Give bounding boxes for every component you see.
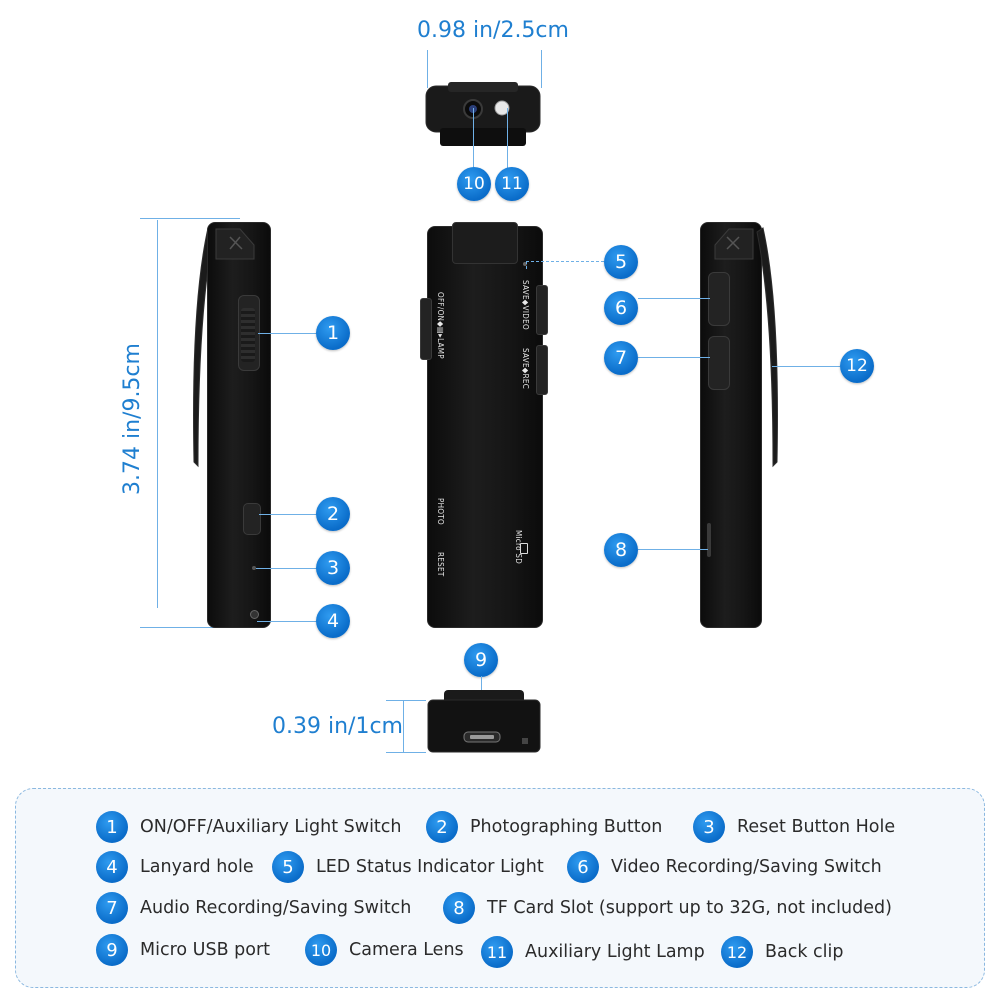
callout-7: 7 <box>604 341 638 375</box>
legend-badge: 1 <box>96 811 128 843</box>
left-side-body <box>207 222 271 628</box>
callout-6: 6 <box>604 291 638 325</box>
leader-6 <box>638 298 710 299</box>
height-dimension-label: 3.74 in/9.5cm <box>120 343 145 495</box>
legend-badge: 12 <box>721 936 753 968</box>
power-switch-grip <box>241 308 255 362</box>
legend-text: LED Status Indicator Light <box>316 857 544 877</box>
legend-text: Reset Button Hole <box>737 817 896 837</box>
depth-dimension-label: 0.39 in/1cm <box>272 714 403 739</box>
front-switch-left <box>420 298 432 360</box>
legend-text: TF Card Slot (support up to 32G, not inc… <box>487 898 892 918</box>
legend-item-2: 2 Photographing Button <box>426 810 662 844</box>
leader-8 <box>638 549 708 550</box>
depth-guide <box>403 700 404 752</box>
callout-3: 3 <box>316 551 350 585</box>
legend-text: Back clip <box>765 942 844 962</box>
legend-item-8: 8 TF Card Slot (support up to 32G, not i… <box>443 891 892 925</box>
callout-10: 10 <box>457 167 491 201</box>
leader-5 <box>526 261 604 262</box>
depth-guide-bottom <box>386 752 426 753</box>
legend-panel: 1 ON/OFF/Auxiliary Light Switch 2 Photog… <box>15 788 985 988</box>
legend-badge: 10 <box>305 934 337 966</box>
leader-3 <box>256 568 317 569</box>
legend-item-6: 6 Video Recording/Saving Switch <box>567 850 882 884</box>
video-switch-side <box>708 272 730 326</box>
leader-5-drop <box>526 261 527 269</box>
leader-2 <box>259 514 317 515</box>
legend-badge: 3 <box>693 811 725 843</box>
width-dimension-label: 0.98 in/2.5cm <box>417 18 569 43</box>
depth-guide-top <box>386 700 426 701</box>
legend-badge: 5 <box>272 851 304 883</box>
legend-badge: 6 <box>567 851 599 883</box>
lanyard-hole <box>250 610 259 619</box>
legend-text: Lanyard hole <box>140 857 254 877</box>
back-clip-left-illustration <box>193 227 215 468</box>
legend-item-9: 9 Micro USB port <box>96 933 270 967</box>
label-reset: RESET <box>436 552 445 577</box>
legend-item-4: 4 Lanyard hole <box>96 850 254 884</box>
legend-text: Camera Lens <box>349 940 464 960</box>
legend-badge: 8 <box>443 892 475 924</box>
camera-bottom-illustration <box>427 690 541 753</box>
width-guide-right <box>541 50 542 88</box>
callout-1: 1 <box>316 316 350 350</box>
tf-card-slot <box>707 523 711 557</box>
leader-1 <box>258 333 318 334</box>
callout-4: 4 <box>316 604 350 638</box>
width-guide-left <box>427 50 428 88</box>
legend-item-10: 10 Camera Lens <box>305 933 464 967</box>
legend-text: Audio Recording/Saving Switch <box>140 898 412 918</box>
reset-hole <box>252 566 256 570</box>
callout-11: 11 <box>495 167 529 201</box>
legend-text: Video Recording/Saving Switch <box>611 857 882 877</box>
label-power-switch: OFF/ON◆▤▸LAMP <box>436 292 445 359</box>
legend-text: Auxiliary Light Lamp <box>525 942 705 962</box>
legend-item-5: 5 LED Status Indicator Light <box>272 850 544 884</box>
legend-badge: 7 <box>96 892 128 924</box>
sd-card-symbol <box>520 543 528 554</box>
legend-text: ON/OFF/Auxiliary Light Switch <box>140 817 402 837</box>
callout-5: 5 <box>604 245 638 279</box>
label-photo: PHOTO <box>436 498 445 525</box>
legend-badge: 4 <box>96 851 128 883</box>
right-top-clip-detail <box>714 228 754 260</box>
legend-item-11: 11 Auxiliary Light Lamp <box>481 935 705 969</box>
legend-text: Micro USB port <box>140 940 271 960</box>
height-guide-top <box>140 218 240 219</box>
left-top-clip-detail <box>215 228 255 260</box>
height-guide <box>157 220 158 608</box>
leader-10 <box>473 108 474 170</box>
front-body <box>427 226 543 628</box>
camera-top-illustration <box>425 82 541 146</box>
callout-2: 2 <box>316 497 350 531</box>
front-camera-head <box>452 222 518 264</box>
legend-badge: 9 <box>96 934 128 966</box>
legend-badge: 2 <box>426 811 458 843</box>
callout-12: 12 <box>840 349 874 383</box>
leader-11 <box>507 108 508 170</box>
height-guide-bottom <box>140 627 240 628</box>
legend-item-1: 1 ON/OFF/Auxiliary Light Switch <box>96 810 402 844</box>
callout-9: 9 <box>464 643 498 677</box>
callout-8: 8 <box>604 533 638 567</box>
legend-text: Photographing Button <box>470 817 663 837</box>
audio-switch-side <box>708 336 730 390</box>
legend-item-3: 3 Reset Button Hole <box>693 810 895 844</box>
legend-badge: 11 <box>481 936 513 968</box>
back-clip-right-illustration <box>756 227 778 468</box>
photo-button-side <box>243 503 261 535</box>
label-save-rec: SAVE◆REC <box>521 348 530 390</box>
legend-item-12: 12 Back clip <box>721 935 844 969</box>
front-switch-right-top <box>536 285 548 335</box>
leader-12 <box>772 366 840 367</box>
legend-item-7: 7 Audio Recording/Saving Switch <box>96 891 411 925</box>
label-save-video: SAVE◆VIDEO <box>521 280 530 330</box>
led-indicator <box>523 262 527 266</box>
leader-4 <box>257 621 317 622</box>
leader-7 <box>638 357 710 358</box>
front-switch-right-bottom <box>536 345 548 395</box>
